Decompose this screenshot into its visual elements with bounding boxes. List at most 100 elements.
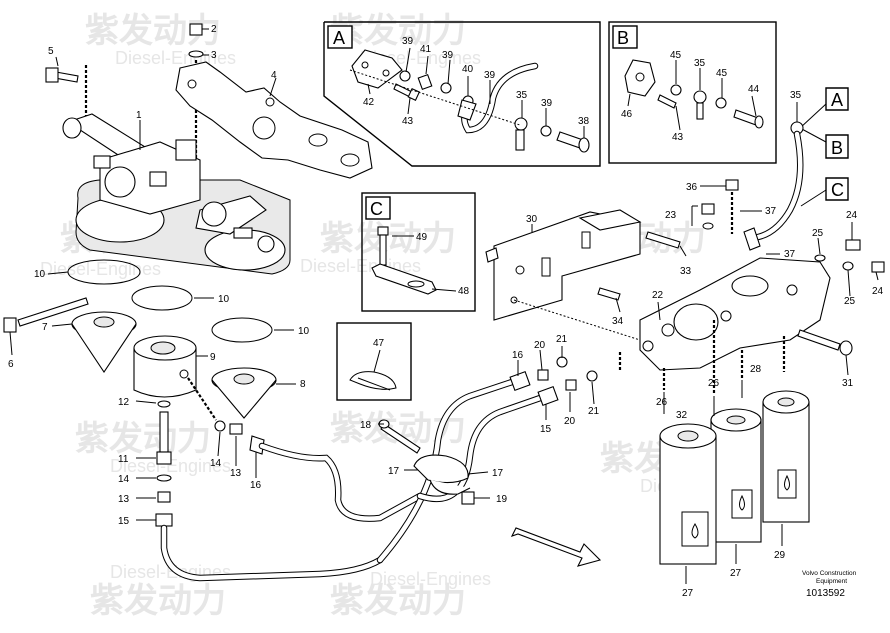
label-23: 23 <box>665 210 677 221</box>
label-15-b: 15 <box>540 424 552 435</box>
watermark-brand: 紫发动力 <box>330 582 466 620</box>
watermark-brand: 紫发动力 <box>320 220 456 258</box>
filter-cartridge-middle <box>710 408 762 543</box>
label-10-a: 10 <box>34 269 46 280</box>
fittings-left <box>214 420 424 522</box>
label-26-b: 26 <box>708 378 720 389</box>
label-2: 2 <box>211 24 217 35</box>
label-17-b: 17 <box>492 468 504 479</box>
detail-box-clamp <box>336 322 412 401</box>
label-26-a: 26 <box>656 397 668 408</box>
label-35: 35 <box>790 90 802 101</box>
label-1: 1 <box>136 110 142 121</box>
label-7: 7 <box>42 322 48 333</box>
credit-line-1: Volvo Construction <box>802 570 857 577</box>
label-16-b: 16 <box>512 350 524 361</box>
label-25-a: 25 <box>812 228 824 239</box>
label-8: 8 <box>300 379 306 390</box>
filter-housing-9 <box>133 335 197 398</box>
watermark-subtitle: Diesel-Engines <box>370 569 491 589</box>
label-14-b: 14 <box>210 458 222 469</box>
leader-lines <box>9 28 879 584</box>
label-24-b: 24 <box>872 286 884 297</box>
label-13-b: 13 <box>230 468 242 479</box>
label-a-42: 42 <box>363 97 375 108</box>
watermark-subtitle: Diesel-Engines <box>40 259 161 279</box>
watermark-subtitle: Diesel-Engines <box>110 456 231 476</box>
label-31: 31 <box>842 378 854 389</box>
label-a-35: 35 <box>516 90 528 101</box>
label-c-48: 48 <box>458 286 470 297</box>
callout-a-label: A <box>831 90 843 110</box>
label-22: 22 <box>652 290 664 301</box>
label-10-c: 10 <box>298 326 310 337</box>
watermark-subtitle: Diesel-Engines <box>115 48 236 68</box>
detail-box-a: A <box>323 21 601 167</box>
label-c-49: 49 <box>416 232 428 243</box>
label-11: 11 <box>118 454 129 465</box>
label-b-45-b: 45 <box>716 68 728 79</box>
detail-box-c-label: C <box>370 199 383 219</box>
label-a-39-c: 39 <box>484 70 496 81</box>
label-b-45-a: 45 <box>670 50 682 61</box>
cooler-housing-assembly <box>45 23 373 275</box>
label-a-38: 38 <box>578 116 590 127</box>
label-b-44: 44 <box>748 84 760 95</box>
filter-cone-8 <box>211 367 277 419</box>
label-19: 19 <box>496 494 508 505</box>
label-18: 18 <box>360 420 372 431</box>
label-25-b: 25 <box>844 296 856 307</box>
label-32: 32 <box>676 410 688 421</box>
label-21-b: 21 <box>588 406 600 417</box>
label-a-39-b: 39 <box>442 50 454 61</box>
label-47: 47 <box>373 338 385 349</box>
callout-b-label: B <box>831 138 843 158</box>
label-33: 33 <box>680 266 692 277</box>
label-27-a: 27 <box>682 588 694 599</box>
direction-arrow <box>510 527 602 567</box>
filter-cartridge-front <box>659 423 717 565</box>
label-10-b: 10 <box>218 294 230 305</box>
filter-cartridges <box>659 390 810 565</box>
watermark-brand: 紫发动力 <box>90 582 226 620</box>
label-21-a: 21 <box>556 334 568 345</box>
label-15-a: 15 <box>118 516 130 527</box>
filter-cone-7 <box>71 311 137 373</box>
label-37-a: 37 <box>765 206 777 217</box>
label-a-43: 43 <box>402 116 414 127</box>
label-36: 36 <box>686 182 698 193</box>
label-4: 4 <box>271 70 277 81</box>
part-number-labels: 2 3 4 5 1 10 10 10 7 6 9 8 12 11 14 13 1… <box>8 24 884 599</box>
label-b-35: 35 <box>694 58 706 69</box>
label-16-a: 16 <box>250 480 262 491</box>
label-17-a: 17 <box>388 466 400 477</box>
detail-box-a-label: A <box>333 28 345 48</box>
label-20-a: 20 <box>534 340 546 351</box>
label-29: 29 <box>774 550 786 561</box>
drain-column <box>155 400 384 582</box>
filter-cartridge-rear <box>762 390 810 523</box>
label-37-b: 37 <box>784 249 796 260</box>
label-6: 6 <box>8 359 14 370</box>
label-a-39-a: 39 <box>402 36 414 47</box>
label-30: 30 <box>526 214 538 225</box>
document-number: 1013592 <box>806 588 845 599</box>
label-a-40: 40 <box>462 64 474 75</box>
label-28: 28 <box>750 364 762 375</box>
detail-box-b-label: B <box>617 28 629 48</box>
credit-block: Volvo Construction Equipment 1013592 <box>802 570 857 599</box>
credit-line-2: Equipment <box>816 578 847 585</box>
label-34: 34 <box>612 316 624 327</box>
label-b-46: 46 <box>621 109 633 120</box>
label-13-a: 13 <box>118 494 130 505</box>
central-hoses <box>376 356 598 564</box>
label-27-b: 27 <box>730 568 742 579</box>
label-5: 5 <box>48 46 54 57</box>
callout-c-label: C <box>831 180 844 200</box>
callout-markers: A B C <box>743 87 849 251</box>
label-9: 9 <box>210 352 216 363</box>
label-14-a: 14 <box>118 474 130 485</box>
filter-head-22 <box>618 179 885 395</box>
